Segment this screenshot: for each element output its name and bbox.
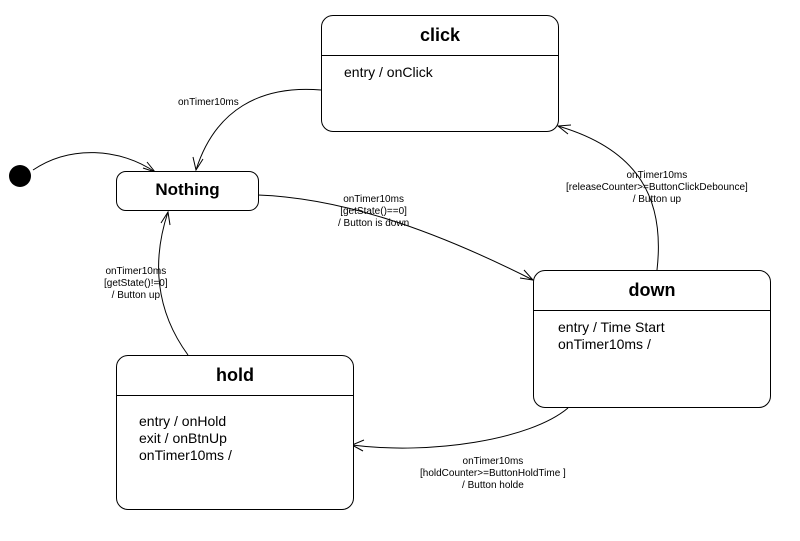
label-down-to-click-event: onTimer10ms xyxy=(626,170,688,181)
down-to-click-arrowhead xyxy=(556,124,572,135)
label-down-to-click: onTimer10ms [releaseCounter>=ButtonClick… xyxy=(566,170,748,206)
state-click-body: entry / onClick xyxy=(322,56,558,81)
state-click-entry-action: entry / onClick xyxy=(344,64,433,80)
label-click-to-nothing: onTimer10ms xyxy=(178,97,239,109)
state-click-title: click xyxy=(322,16,558,56)
state-hold-timer-action: onTimer10ms / xyxy=(139,447,232,463)
state-nothing: Nothing xyxy=(116,171,259,211)
state-down-body: entry / Time Start onTimer10ms / xyxy=(534,311,770,353)
label-nothing-to-down-action: / Button is down xyxy=(338,218,410,229)
state-down-entry-action: entry / Time Start xyxy=(558,319,665,335)
label-down-to-click-guard: [releaseCounter>=ButtonClickDebounce] xyxy=(566,182,748,193)
label-down-to-hold-action: / Button holde xyxy=(462,480,524,491)
state-click: click entry / onClick xyxy=(321,15,559,132)
label-nothing-to-down: onTimer10ms [getState()==0] / Button is … xyxy=(338,194,409,230)
label-nothing-to-down-event: onTimer10ms xyxy=(343,194,404,205)
label-hold-to-nothing-event: onTimer10ms xyxy=(105,266,167,277)
label-hold-to-nothing-guard: [getState()!=0] xyxy=(104,278,168,289)
state-down-title: down xyxy=(534,271,770,311)
label-hold-to-nothing-action: / Button up xyxy=(111,290,161,301)
label-down-to-click-action: / Button up xyxy=(632,194,682,205)
label-down-to-hold-event: onTimer10ms xyxy=(462,456,524,467)
nothing-to-down-arrow xyxy=(257,194,534,281)
initial-state-dot xyxy=(9,165,31,187)
state-hold: hold entry / onHold exit / onBtnUp onTim… xyxy=(116,355,354,510)
click-to-nothing-arrow xyxy=(195,88,322,171)
label-down-to-hold: onTimer10ms [holdCounter>=ButtonHoldTime… xyxy=(420,456,566,492)
state-hold-body: entry / onHold exit / onBtnUp onTimer10m… xyxy=(117,396,353,464)
label-click-to-nothing-event: onTimer10ms xyxy=(178,97,239,108)
hold-to-nothing-arrowhead xyxy=(160,210,171,226)
state-down-timer-action: onTimer10ms / xyxy=(558,336,651,352)
down-to-hold-arrow xyxy=(351,407,569,449)
hold-to-nothing-arrow xyxy=(158,211,189,356)
label-down-to-hold-guard: [holdCounter>=ButtonHoldTime ] xyxy=(420,468,566,479)
down-to-click-arrow xyxy=(557,125,659,271)
label-nothing-to-down-guard: [getState()==0] xyxy=(340,206,407,217)
state-hold-title: hold xyxy=(117,356,353,396)
state-down: down entry / Time Start onTimer10ms / xyxy=(533,270,771,408)
initial-transition-arrow xyxy=(32,152,156,173)
state-hold-entry-action: entry / onHold xyxy=(139,413,227,429)
click-to-nothing-arrowhead xyxy=(192,156,204,172)
label-hold-to-nothing: onTimer10ms [getState()!=0] / Button up xyxy=(104,266,168,302)
state-hold-exit-action: exit / onBtnUp xyxy=(139,430,227,446)
